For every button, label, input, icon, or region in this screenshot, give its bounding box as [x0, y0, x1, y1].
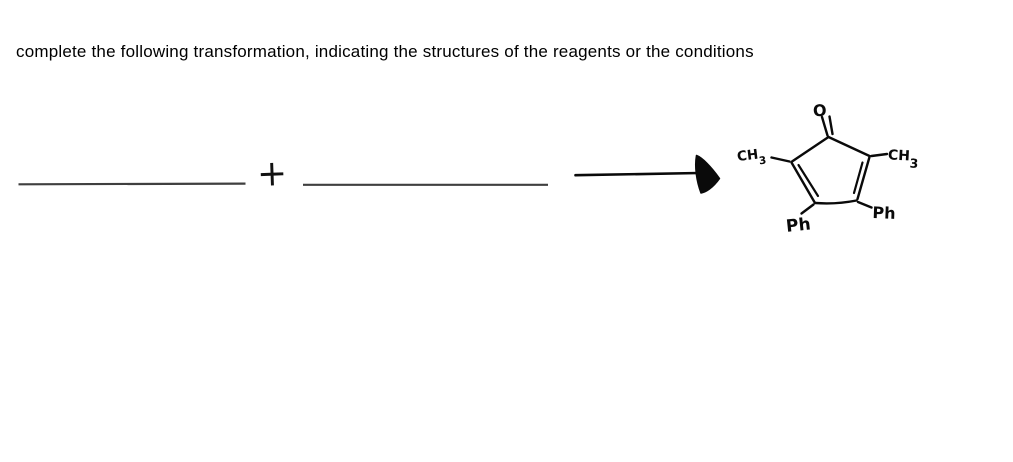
ring-bond-left-inner: [797, 163, 820, 198]
carbonyl-oxygen-label: O: [812, 101, 827, 121]
carbonyl-bond-line-2: [828, 115, 834, 136]
methyl-right-subscript: 3: [909, 156, 918, 171]
methyl-right-text: CH: [888, 147, 911, 164]
reaction-arrow: [574, 154, 721, 194]
arrow-head-icon: [694, 154, 721, 194]
phenyl-bond-right: [856, 200, 873, 209]
ring-bond-right-inner: [852, 161, 864, 195]
ring-double-bond-left: [790, 161, 820, 205]
methyl-left-subscript: 3: [758, 155, 767, 168]
ring-bond-bottom: [814, 199, 858, 205]
phenyl-bond-left: [800, 203, 815, 215]
plus-sign: +: [256, 153, 288, 195]
methyl-label-right: CH3: [887, 147, 919, 171]
ring-bond-left-outer: [790, 161, 817, 205]
phenyl-label-right: Ph: [872, 203, 896, 223]
ring-bond-top-left: [790, 135, 830, 163]
methyl-bond-right: [870, 152, 889, 158]
carbonyl-double-bond: [820, 115, 834, 137]
product-structure: O CH3 C: [736, 101, 919, 237]
reactant-blank-line-1: [18, 182, 246, 186]
methyl-bond-left: [770, 156, 791, 163]
carbonyl-bond-line-1: [820, 115, 829, 137]
methyl-label-left: CH3: [736, 146, 767, 170]
ring-double-bond-right: [852, 155, 871, 201]
phenyl-label-left: Ph: [785, 214, 812, 236]
ring-bond-right-outer: [856, 155, 871, 201]
arrow-shaft: [574, 171, 701, 177]
methyl-left-text: CH: [736, 147, 759, 165]
ring-bond-top-right: [827, 135, 871, 158]
prompt-text: complete the following transformation, i…: [16, 42, 754, 61]
